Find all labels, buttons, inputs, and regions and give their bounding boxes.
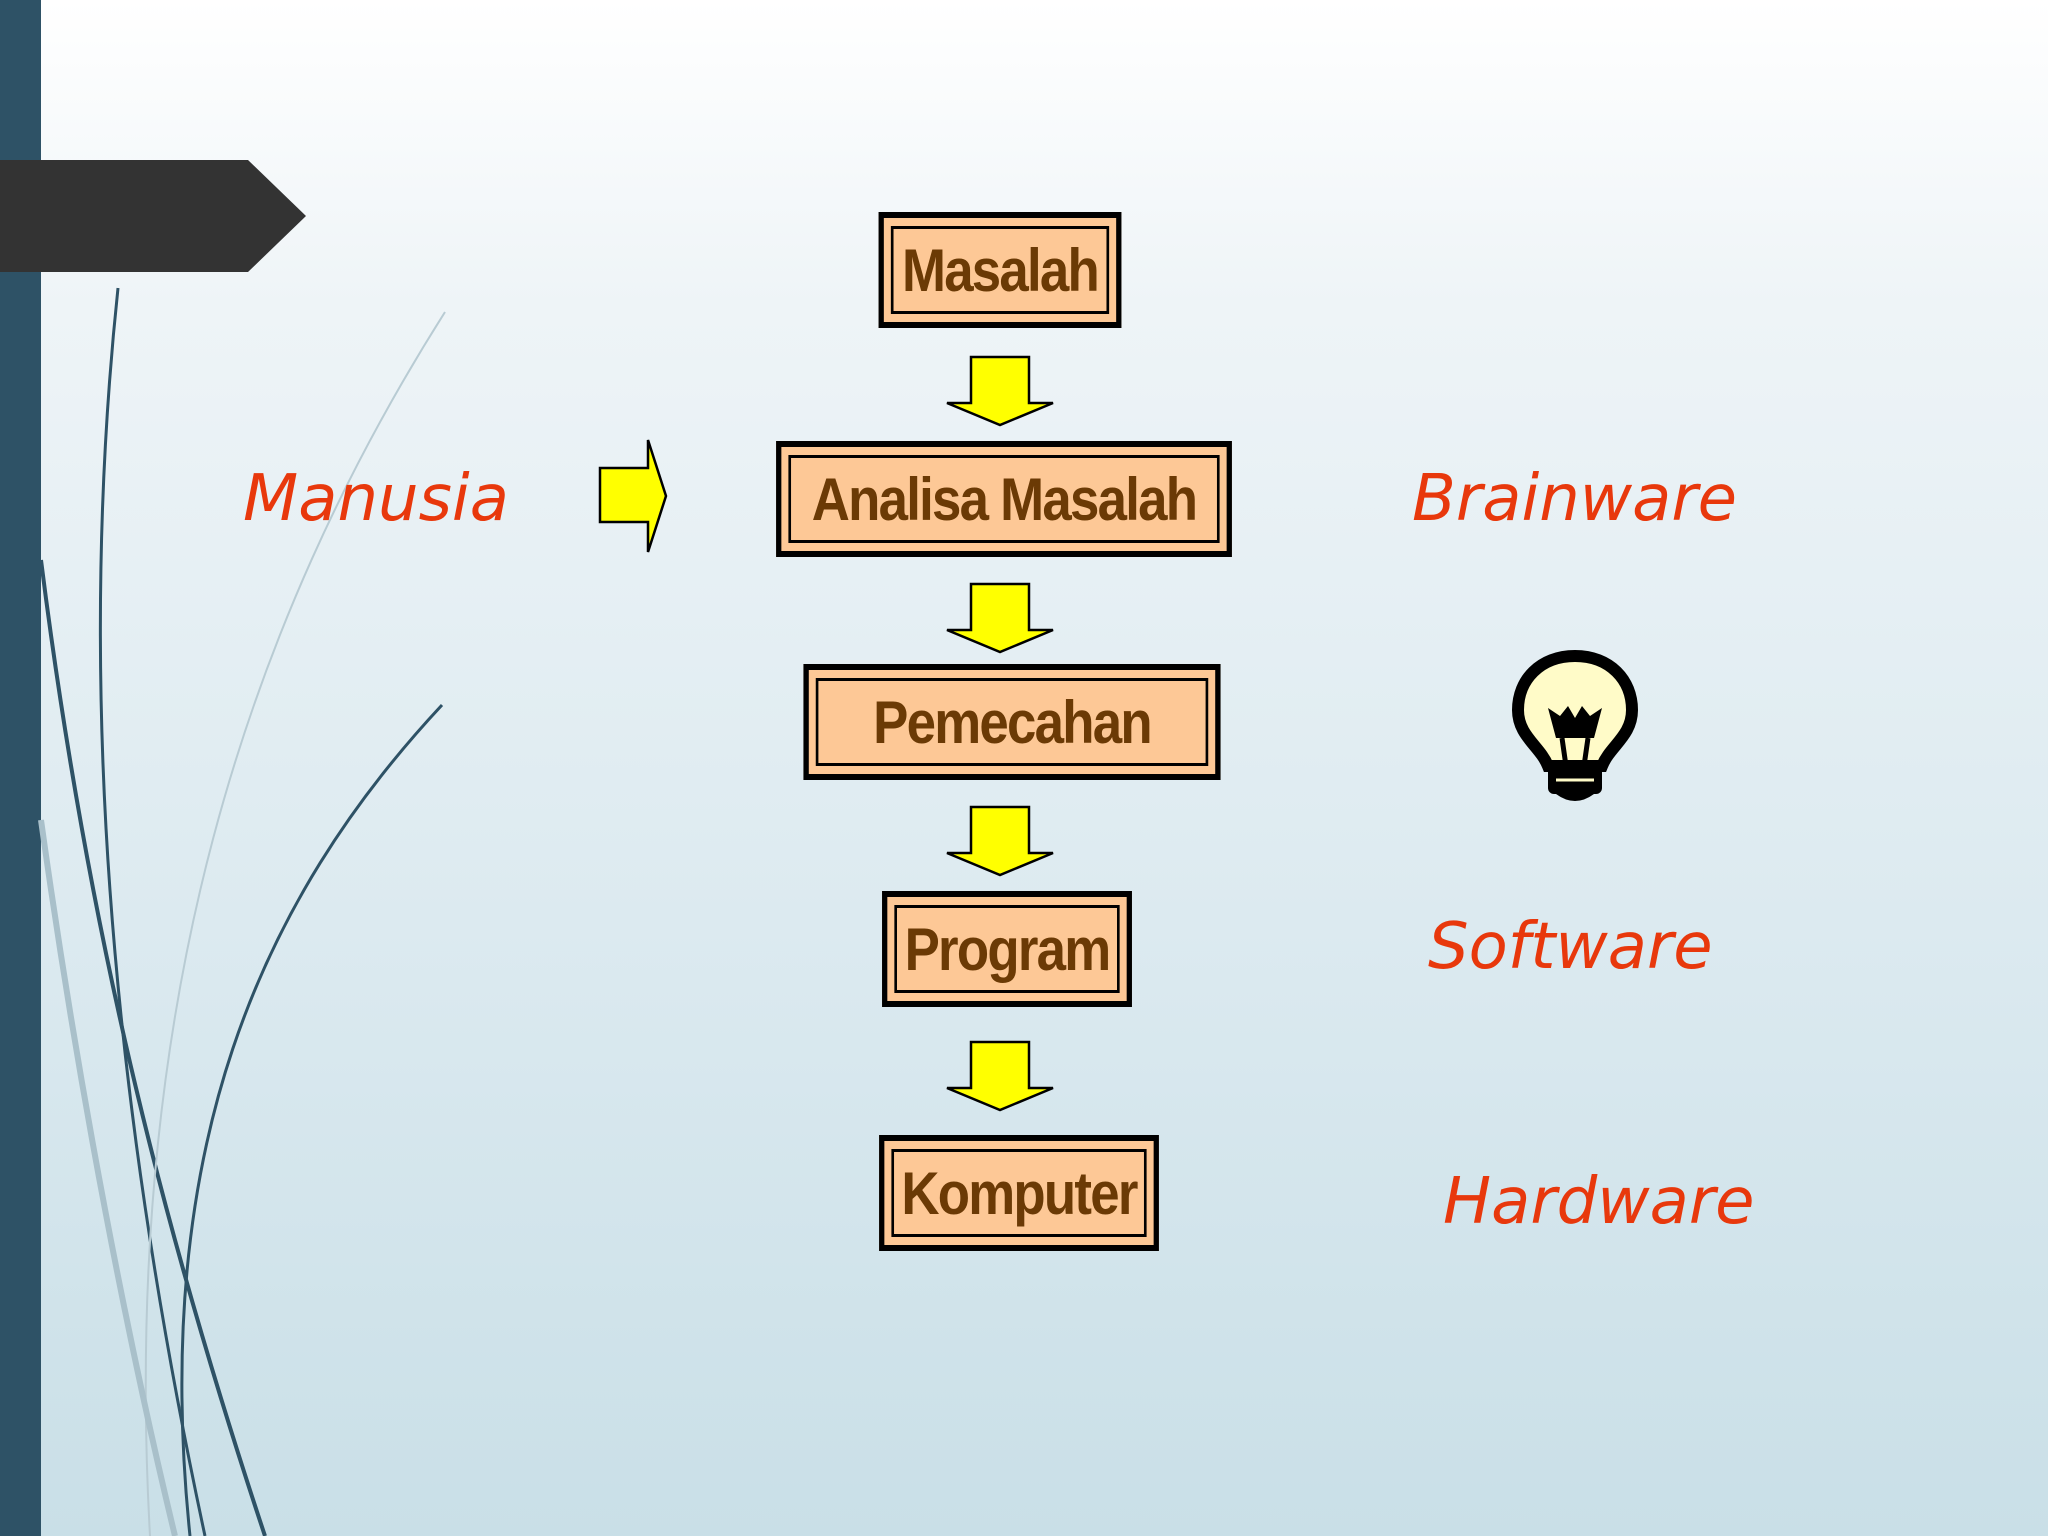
down-arrow-icon xyxy=(946,805,1054,877)
label-software: Software xyxy=(1428,910,1713,984)
down-arrow-icon xyxy=(946,1040,1054,1112)
step-box-masalah: Masalah xyxy=(878,212,1122,328)
label-hardware: Hardware xyxy=(1443,1165,1755,1239)
step-box-program: Program xyxy=(882,891,1132,1007)
step-label: Analisa Masalah xyxy=(811,465,1198,533)
step-label: Program xyxy=(904,915,1112,983)
step-label: Masalah xyxy=(901,236,1100,304)
label-manusia: Manusia xyxy=(243,462,509,536)
lightbulb-icon xyxy=(1511,649,1639,801)
step-box-pemecahan: Pemecahan xyxy=(803,664,1221,780)
right-arrow-icon xyxy=(598,439,668,553)
step-box-analisa-masalah: Analisa Masalah xyxy=(776,441,1232,557)
down-arrow-icon xyxy=(946,582,1054,654)
step-label: Komputer xyxy=(901,1159,1138,1227)
label-brainware: Brainware xyxy=(1412,462,1738,536)
step-label: Pemecahan xyxy=(873,688,1152,756)
down-arrow-icon xyxy=(946,355,1054,427)
title-tab xyxy=(0,160,306,272)
step-box-komputer: Komputer xyxy=(879,1135,1159,1251)
